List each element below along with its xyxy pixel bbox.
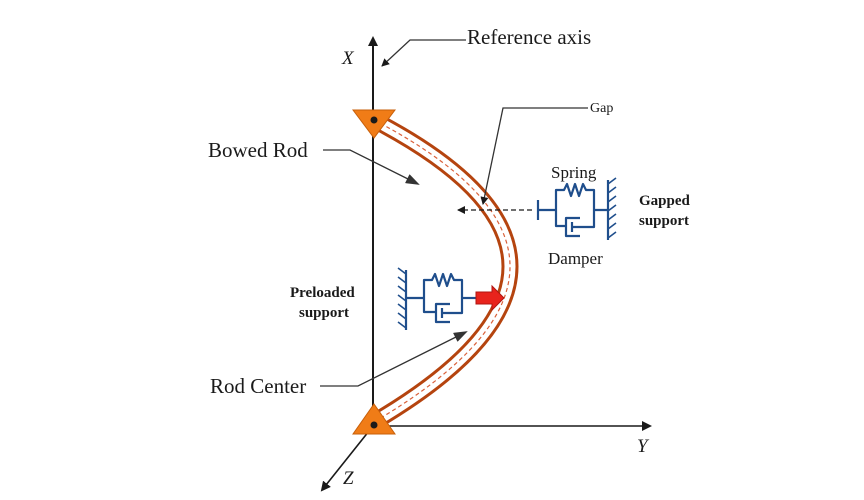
rod-inner-fill bbox=[368, 114, 516, 428]
bottom-pin-icon bbox=[370, 421, 378, 429]
spring-label: Spring bbox=[551, 163, 597, 182]
z-axis-line bbox=[320, 425, 374, 492]
rod-center-line bbox=[373, 119, 511, 423]
preloaded-support-label-line1: Preloaded bbox=[290, 285, 355, 301]
z-axis-label: Z bbox=[343, 468, 354, 489]
preloaded-support-label-line2: support bbox=[299, 305, 349, 321]
bowed-rod-callout: Bowed Rod bbox=[208, 138, 420, 185]
rod-center-callout: Rod Center bbox=[210, 331, 468, 398]
preloaded-wall-hatch bbox=[397, 267, 407, 329]
preloaded-support-mechanism: Preloaded support bbox=[290, 267, 505, 330]
preload-force-arrow-icon bbox=[475, 284, 505, 312]
reference-axis-callout: Reference axis bbox=[381, 25, 591, 67]
bowed-rod-leader bbox=[323, 149, 420, 185]
preloaded-damper-link bbox=[442, 298, 464, 315]
bottom-pin-support bbox=[352, 403, 396, 435]
gap-label: Gap bbox=[590, 101, 613, 116]
reference-axis-leader bbox=[381, 39, 466, 67]
gapped-support-label-line2: support bbox=[639, 213, 689, 229]
gapped-support-label-line1: Gapped bbox=[639, 193, 691, 209]
damper-icon bbox=[564, 216, 580, 238]
x-axis-label: X bbox=[341, 48, 355, 69]
top-pin-support bbox=[352, 109, 396, 139]
gapped-support-mechanism: Spring Damper Gapped support bbox=[536, 163, 691, 268]
preloaded-damper-rod bbox=[422, 298, 436, 314]
gap-callout: Gap bbox=[457, 101, 613, 214]
coordinate-axes: X Y Z bbox=[320, 36, 652, 492]
gapped-damper-rod bbox=[554, 210, 566, 228]
reference-axis-label: Reference axis bbox=[467, 25, 591, 49]
top-support-triangle bbox=[352, 109, 396, 139]
gap-leader bbox=[480, 107, 588, 205]
rod-center-label: Rod Center bbox=[210, 374, 306, 398]
gapped-damper-link bbox=[572, 210, 596, 229]
bowed-rod bbox=[365, 111, 519, 431]
top-pin-icon bbox=[370, 116, 378, 124]
y-axis-label: Y bbox=[637, 436, 650, 457]
bottom-support-triangle bbox=[352, 403, 396, 435]
bowed-rod-label: Bowed Rod bbox=[208, 138, 308, 162]
spring-icon bbox=[554, 182, 608, 212]
rod-center-leader bbox=[320, 331, 468, 387]
preloaded-spring-icon bbox=[422, 272, 464, 298]
damper-label: Damper bbox=[548, 249, 603, 268]
gapped-wall-hatch bbox=[607, 177, 617, 239]
preloaded-damper-icon bbox=[434, 302, 450, 324]
